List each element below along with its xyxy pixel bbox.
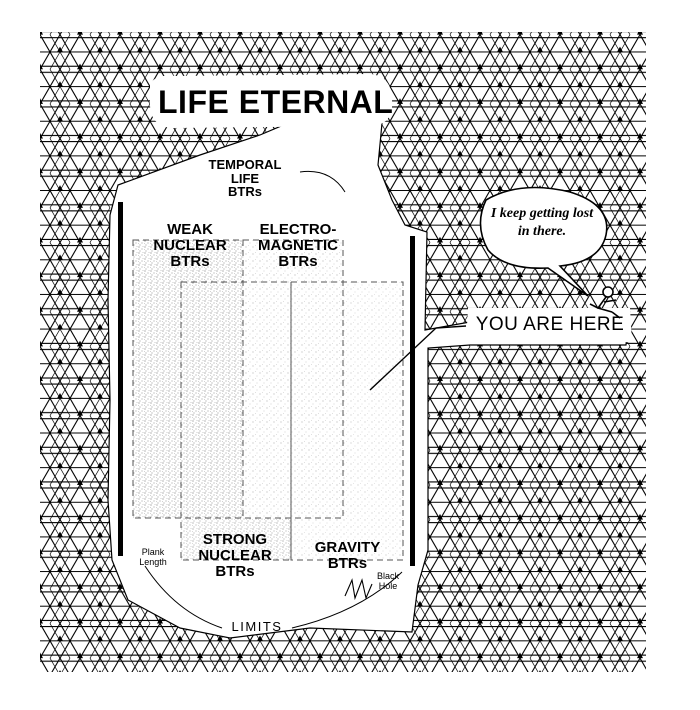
strong-nuclear-label: STRONG NUCLEAR BTRs <box>185 532 285 579</box>
left-limit-bar <box>118 202 123 556</box>
right-limit-bar <box>410 236 415 566</box>
electromagnetic-outline <box>242 239 344 519</box>
black-hole-line-2: Hole <box>378 580 398 591</box>
sitting-person-icon <box>589 286 621 319</box>
plank-length-line-2: Length <box>139 556 167 567</box>
weak-nuclear-outline <box>132 239 244 519</box>
temporal-life-label: TEMPORAL LIFE BTRs <box>195 158 295 199</box>
limits-pointer-right <box>291 571 403 629</box>
you-are-here-label: YOU ARE HERE <box>475 314 625 335</box>
weak-nuclear-line-2: NUCLEAR <box>153 236 227 254</box>
limits-pointer-left <box>144 565 223 629</box>
electromagnetic-line-3: BTRs <box>278 252 318 270</box>
you-are-here-box <box>466 308 632 344</box>
speech-bubble <box>479 186 608 297</box>
temporal-life-line-1: TEMPORAL <box>208 157 282 172</box>
temporal-leader-line <box>299 170 346 193</box>
gravity-line-2: BTRs <box>327 554 368 572</box>
temporal-life-line-3: BTRs <box>228 184 262 200</box>
black-hole-label: Black Hole <box>368 571 408 592</box>
gravity-zone <box>291 282 403 560</box>
gravity-outline <box>290 281 404 561</box>
black-hole-line-1: Black <box>376 571 399 581</box>
electromagnetic-label: ELECTRO- MAGNETIC BTRs <box>248 222 348 269</box>
limits-label: LIMITS <box>231 619 283 634</box>
plank-length-label: Plank Length <box>128 547 178 568</box>
temporal-life-line-2: LIFE <box>230 170 260 186</box>
electromagnetic-line-2: MAGNETIC <box>258 236 338 254</box>
strong-nuclear-outline <box>180 281 292 561</box>
weak-nuclear-line-1: WEAK <box>167 221 213 238</box>
weak-nuclear-line-3: BTRs <box>170 252 210 270</box>
black-hole-mark <box>344 578 373 601</box>
diagram-title: LIFE ETERNAL <box>158 84 394 120</box>
gravity-label: GRAVITY BTRs <box>300 540 395 572</box>
gravity-line-1: GRAVITY <box>314 539 381 556</box>
electromagnetic-line-1: ELECTRO- <box>259 221 337 238</box>
strong-nuclear-line-3: BTRs <box>215 562 255 580</box>
weak-nuclear-label: WEAK NUCLEAR BTRs <box>140 222 240 269</box>
speech-bubble-text: I keep getting lost in there. <box>490 206 594 240</box>
strong-nuclear-line-1: STRONG <box>202 531 268 548</box>
strong-nuclear-line-2: NUCLEAR <box>198 546 272 564</box>
you-are-here-pointer <box>369 325 467 391</box>
plank-length-line-1: Plank <box>141 547 165 557</box>
title-bubble <box>150 74 393 128</box>
